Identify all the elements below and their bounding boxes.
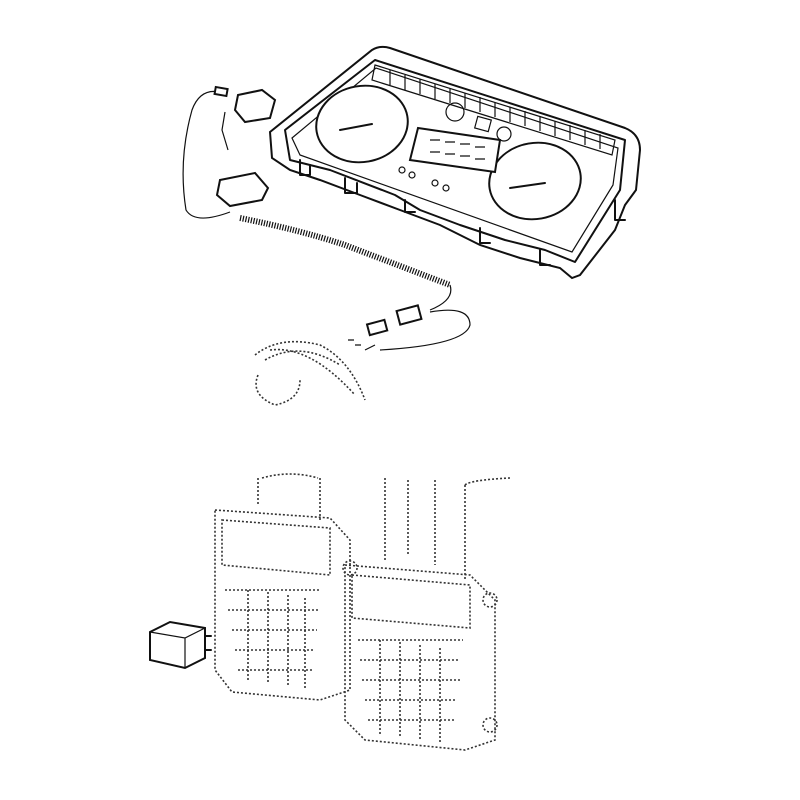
- lcd-display: [408, 126, 502, 174]
- warning-lamp-strip: [371, 64, 616, 156]
- speedometer-needle: [339, 123, 373, 131]
- dotted-loom: [254, 340, 366, 406]
- coiled-cable: [239, 215, 452, 288]
- tachometer-needle: [509, 182, 546, 189]
- instrument-cluster: [268, 45, 642, 280]
- tachometer-gauge: [488, 141, 582, 221]
- wiring-harness: [182, 85, 471, 406]
- relay: [149, 620, 212, 670]
- control-unit-right: [342, 477, 511, 751]
- control-unit-left: [214, 473, 351, 701]
- inline-connector: [395, 304, 423, 326]
- indicator-lamp: [445, 102, 465, 122]
- speedometer-gauge: [315, 84, 409, 164]
- connector-top: [233, 88, 277, 124]
- connector-middle: [215, 171, 270, 208]
